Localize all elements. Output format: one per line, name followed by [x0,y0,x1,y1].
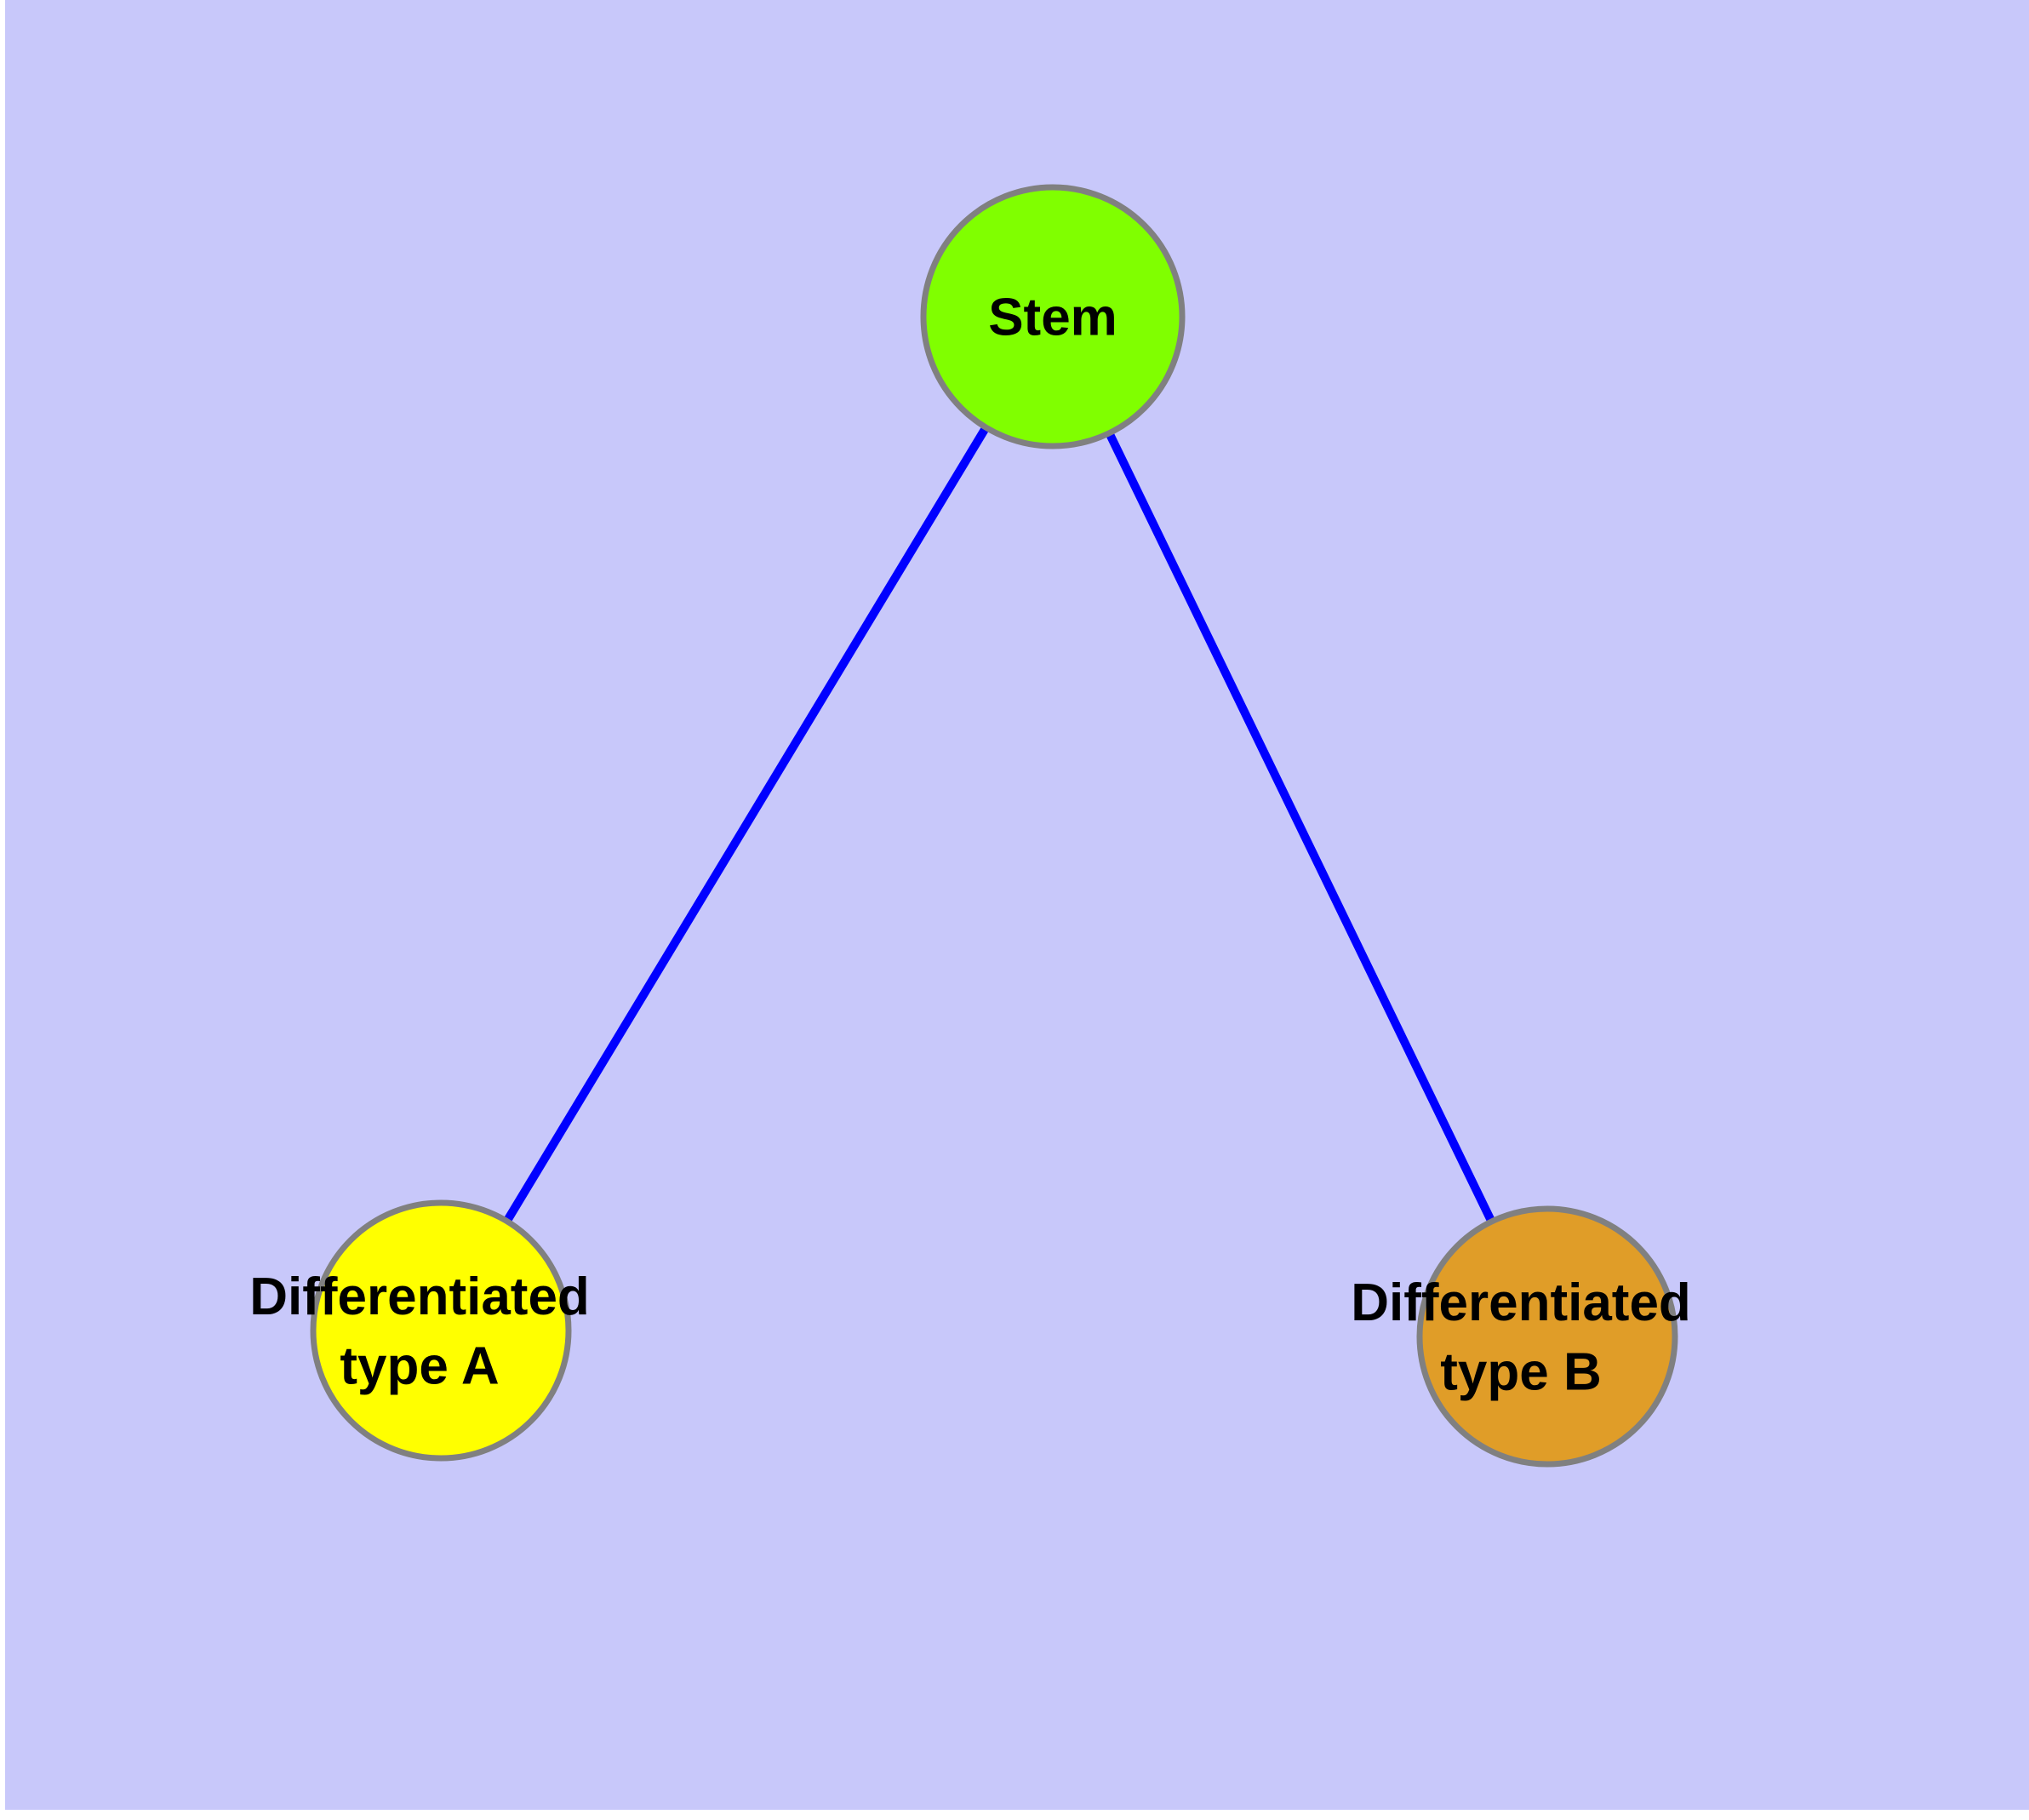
node-diff_b[interactable] [1416,1205,1678,1468]
node-label-line: Differentiated [1351,1273,1691,1332]
node-stem[interactable] [920,184,1186,449]
node-circle-stem[interactable] [920,184,1186,449]
node-label-line: Differentiated [249,1268,590,1326]
edge-stem-diff-a[interactable] [501,422,992,1227]
node-label-diff_a: Differentiated type A [249,1268,590,1396]
node-label-stem: Stem [988,289,1117,347]
edge-stem-diff-b[interactable] [1104,427,1497,1227]
node-circle-diff_a[interactable] [310,1199,572,1462]
node-label-line: Stem [988,289,1117,347]
edges-layer [501,422,1497,1227]
node-diff_a[interactable] [310,1199,572,1462]
node-label-line: type B [1440,1343,1601,1402]
node-label-line: type A [340,1337,499,1396]
node-label-diff_b: Differentiated type B [1351,1273,1691,1402]
node-circle-diff_b[interactable] [1416,1205,1678,1468]
